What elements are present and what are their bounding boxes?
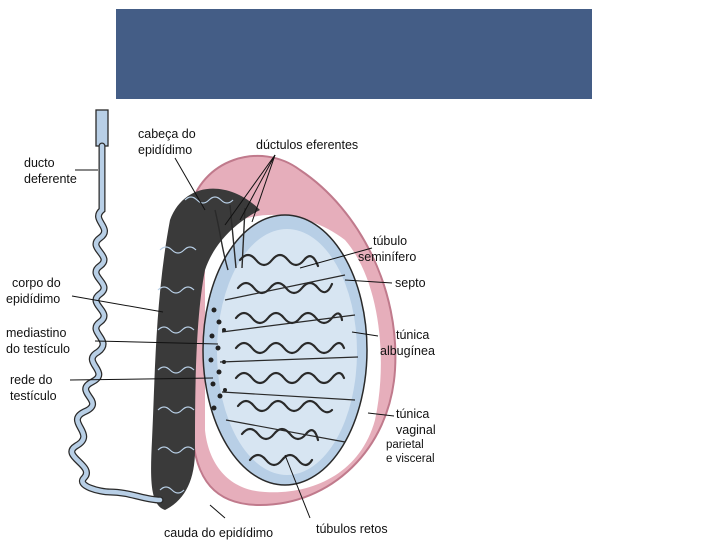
label-tunica-vag-2: vaginal <box>396 423 436 437</box>
label-cabeca-1: cabeça do <box>138 127 196 141</box>
label-tunica-vag-4: e visceral <box>386 453 435 465</box>
label-tubulos-retos: túbulos retos <box>316 522 388 536</box>
label-cabeca-2: epidídimo <box>138 143 192 157</box>
label-ducto-1: ducto <box>24 156 55 170</box>
label-mediastino-2: do testículo <box>6 342 70 356</box>
ductus-deferens-cap <box>96 110 108 146</box>
label-rede-2: testículo <box>10 389 57 403</box>
label-tubulo-2: seminífero <box>358 250 416 264</box>
label-cauda: cauda do epidídimo <box>164 526 273 540</box>
testis-diagram: ducto deferente cabeça do epidídimo dúct… <box>0 100 460 540</box>
label-tunica-alb-1: túnica <box>396 328 429 342</box>
label-corpo-1: corpo do <box>12 276 61 290</box>
label-tunica-vag-1: túnica <box>396 407 429 421</box>
label-tunica-vag-3: parietal <box>386 439 424 451</box>
label-corpo-2: epidídimo <box>6 292 60 306</box>
label-mediastino-1: mediastino <box>6 326 66 340</box>
label-rede-1: rede do <box>10 373 52 387</box>
ductus-deferens-lumen <box>72 146 160 500</box>
label-tubulo-1: túbulo <box>373 234 407 248</box>
label-septo: septo <box>395 276 426 290</box>
label-tunica-alb-2: albugínea <box>380 344 435 358</box>
title-banner <box>116 9 592 99</box>
ductus-deferens <box>72 146 160 500</box>
label-ductulos: dúctulos eferentes <box>256 138 358 152</box>
label-ducto-2: deferente <box>24 172 77 186</box>
